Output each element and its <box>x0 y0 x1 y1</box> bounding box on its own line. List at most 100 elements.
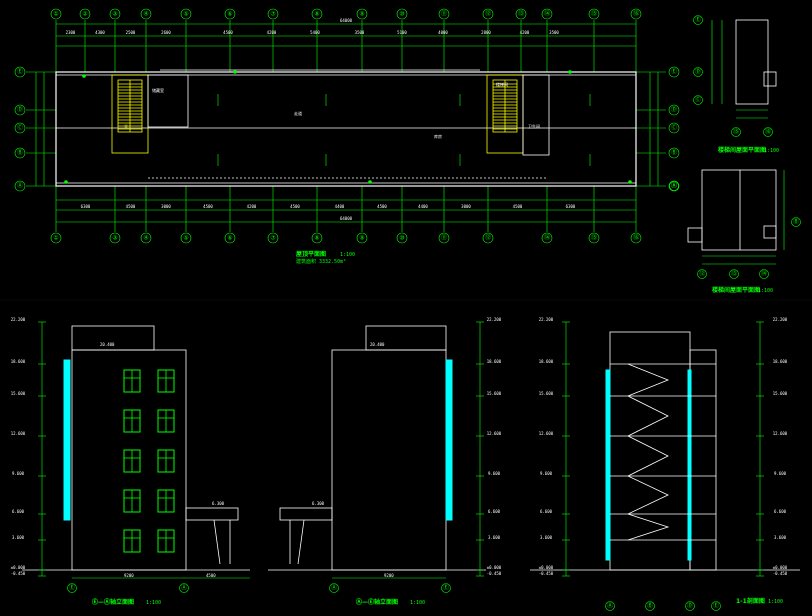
small-plan-upper-title: 楼梯间屋面平面图 <box>718 146 766 154</box>
svg-text:Ⓑ: Ⓑ <box>793 218 799 226</box>
axis-bubble-bottom-3: ④ <box>140 232 152 244</box>
level-label-1: 22.200 <box>11 317 26 322</box>
svg-text:⑫: ⑫ <box>699 270 705 278</box>
level-label-8: ±0.000 <box>11 565 26 570</box>
svg-text:Ⓔ: Ⓔ <box>671 68 677 76</box>
small-plan-lower-scale: 1:100 <box>758 288 773 294</box>
svg-text:①: ① <box>53 235 58 242</box>
top-dim-3: 2500 <box>126 30 136 35</box>
svg-text:Ⓔ: Ⓔ <box>443 584 449 592</box>
elev1-level-marks: 22.20018.60015.60012.6009.6006.6003.600±… <box>11 317 46 577</box>
bottom-dim-1: 6300 <box>81 204 91 209</box>
svg-text:Ⓔ: Ⓔ <box>69 584 75 592</box>
left-room <box>147 74 189 128</box>
level-label-2: 18.600 <box>773 359 788 364</box>
level-label-1: 22.200 <box>773 317 788 322</box>
svg-text:①: ① <box>53 11 58 18</box>
level-label-3: 15.600 <box>487 391 502 396</box>
small-plan-lower-hatch <box>687 227 703 243</box>
level-label-5: 9.600 <box>774 471 787 476</box>
elev2-canopy-level: 6.300 <box>312 501 325 506</box>
elevation-a-e: 6.300 20.400 22.20018.60015.60012.6009.6… <box>268 317 502 606</box>
section-axis-3: Ⓓ <box>685 601 695 611</box>
level-label-3: 15.600 <box>11 391 26 396</box>
elev2-stair-tower <box>365 325 447 351</box>
svg-text:⑭: ⑭ <box>544 234 550 242</box>
axis-bubble-top-11: ⑪ <box>438 8 450 20</box>
sp1-axis-15: ⑮ <box>731 127 741 137</box>
svg-text:Ⓐ: Ⓐ <box>671 182 677 190</box>
section-floors <box>610 363 716 541</box>
axis-bubble-top-12: ⑫ <box>482 8 494 20</box>
section-title: 1-1剖面图 <box>736 597 765 605</box>
bottom-dim-10: 3000 <box>461 204 471 209</box>
axis-bubble-bottom-7: ⑧ <box>311 232 323 244</box>
svg-text:②: ② <box>82 11 88 18</box>
axis-bubble-right-3: Ⓒ <box>668 122 680 134</box>
svg-text:Ⓒ: Ⓒ <box>17 124 23 132</box>
level-label-6: 6.600 <box>488 509 501 514</box>
level-label-9: -0.450 <box>11 571 26 576</box>
section-flight-3 <box>627 435 669 477</box>
svg-text:⑤: ⑤ <box>183 11 188 18</box>
svg-text:⑫: ⑫ <box>485 10 491 18</box>
level-label-7: 3.600 <box>774 535 787 540</box>
elev1-glass-strip <box>63 359 71 521</box>
axis-bubble-bottom-11: ⑫ <box>482 232 494 244</box>
room-label-wc: 卫生间 <box>528 123 540 129</box>
section-glass-2 <box>687 369 692 561</box>
left-stair-mark: Ⓑ <box>124 123 128 129</box>
level-label-4: 12.600 <box>773 431 788 436</box>
sp2-axis-14: ⑭ <box>759 269 769 279</box>
axis-bubble-bottom-5: ⑥ <box>224 232 236 244</box>
sp2-axis-13: ⑬ <box>729 269 739 279</box>
elev1-body <box>71 349 187 571</box>
axis-bubble-bottom-13: ⑮ <box>588 232 600 244</box>
level-label-7: 3.600 <box>540 535 553 540</box>
drain-1 <box>82 74 86 78</box>
axis-bubble-bottom-4: ⑤ <box>180 232 192 244</box>
axis-bubble-top-15: ⑮ <box>588 8 600 20</box>
svg-text:⑩: ⑩ <box>399 11 404 18</box>
small-plan-upper-scale: 1:100 <box>764 148 779 154</box>
section-shaft <box>609 331 691 571</box>
section-stairs <box>627 363 670 541</box>
drain-3 <box>368 180 372 184</box>
section-axis-2: Ⓑ <box>645 601 655 611</box>
top-dim-10: 4000 <box>438 30 448 35</box>
bottom-dim-9: 4400 <box>418 204 428 209</box>
room-label-corridor: 走道 <box>294 110 302 116</box>
svg-text:⑨: ⑨ <box>359 11 364 18</box>
svg-text:⑥: ⑥ <box>227 235 232 242</box>
level-label-7: 3.600 <box>12 535 25 540</box>
svg-text:⑧: ⑧ <box>314 235 319 242</box>
small-plan-lower-hatch-2 <box>763 225 777 239</box>
roof-plan-subtitle: 建筑面积 3332.50m² <box>296 258 346 265</box>
bottom-dim-2: 4500 <box>126 204 136 209</box>
svg-text:Ⓓ: Ⓓ <box>671 106 677 114</box>
svg-text:Ⓒ: Ⓒ <box>695 96 701 104</box>
svg-text:Ⓓ: Ⓓ <box>687 602 693 610</box>
svg-text:Ⓑ: Ⓑ <box>671 149 677 157</box>
svg-text:⑫: ⑫ <box>485 234 491 242</box>
bottom-dim-8: 4500 <box>377 204 387 209</box>
level-label-2: 18.600 <box>11 359 26 364</box>
elev1-windows <box>123 369 175 553</box>
section-level-marks-right: 22.20018.60015.60012.6009.6006.6003.600±… <box>756 317 788 577</box>
svg-text:⑬: ⑬ <box>518 10 524 18</box>
svg-text:⑭: ⑭ <box>761 270 767 278</box>
small-plan-lower-axes: Ⓐ Ⓑ ⑫ ⑬ ⑭ <box>669 181 801 279</box>
elev1-dim-2: 4500 <box>206 573 216 578</box>
elev2-axis-right: Ⓔ <box>441 583 451 593</box>
room-label-storage: 储藏室 <box>152 87 164 93</box>
svg-text:Ⓓ: Ⓓ <box>695 68 701 76</box>
small-plan-lower-outline <box>701 169 777 251</box>
elev2-dim-1: 9200 <box>384 573 394 578</box>
svg-text:⑧: ⑧ <box>314 11 319 18</box>
level-label-5: 9.600 <box>540 471 553 476</box>
elev2-axis-left: Ⓐ <box>329 583 339 593</box>
svg-text:⑦: ⑦ <box>270 11 276 18</box>
